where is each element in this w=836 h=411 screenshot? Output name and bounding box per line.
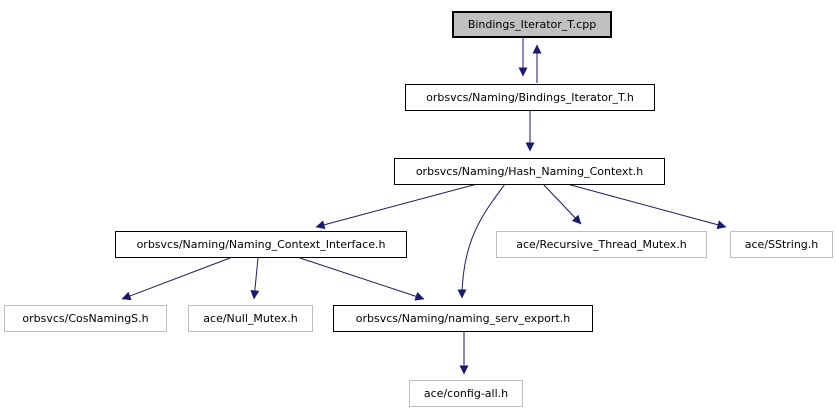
node-recursive-thread-mutex-h: ace/Recursive_Thread_Mutex.h xyxy=(496,231,707,258)
node-bindings-iterator-t-h[interactable]: orbsvcs/Naming/Bindings_Iterator_T.h xyxy=(405,84,655,111)
node-config-all-h: ace/config-all.h xyxy=(409,380,523,407)
node-naming-serv-export-h[interactable]: orbsvcs/Naming/naming_serv_export.h xyxy=(333,305,593,332)
edge-interface-h-to-cosnamings-h xyxy=(121,257,231,301)
node-hash-naming-context-h[interactable]: orbsvcs/Naming/Hash_Naming_Context.h xyxy=(394,158,665,185)
edge-interface-h-to-null-mutex-h xyxy=(250,257,260,300)
edge-hash-h-to-sstring-h xyxy=(566,183,727,230)
node-sstring-h: ace/SString.h xyxy=(730,231,833,258)
edge-hash-h-to-export-h xyxy=(457,183,506,299)
edge-interface-h-to-export-h xyxy=(299,257,425,301)
node-null-mutex-h: ace/Null_Mutex.h xyxy=(188,305,313,332)
node-bindings-iterator-t-cpp: Bindings_Iterator_T.cpp xyxy=(452,11,612,38)
edge-hash-h-to-recursive-mutex-h xyxy=(542,183,582,225)
edge-hash-h-to-interface-h xyxy=(315,183,478,230)
node-cosnamings-h: orbsvcs/CosNamingS.h xyxy=(4,305,167,332)
node-naming-context-interface-h[interactable]: orbsvcs/Naming/Naming_Context_Interface.… xyxy=(115,231,407,258)
